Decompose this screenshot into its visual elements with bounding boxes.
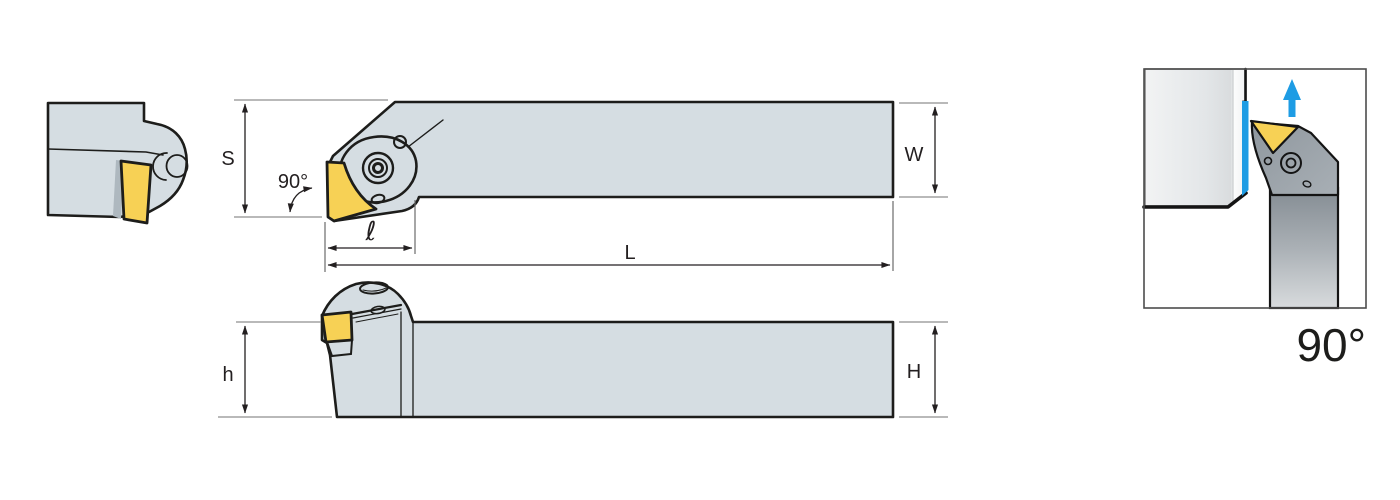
dim-label-h: h: [222, 364, 233, 386]
plan-view-clamp-top: [359, 281, 389, 295]
inset-pin-hole: [1263, 156, 1273, 166]
angle-arc-arrow: [287, 186, 313, 213]
plan-view-insert: [320, 310, 354, 344]
side-view-pin: [393, 135, 407, 149]
plan-view-clamp-edge1: [350, 303, 403, 316]
plan-view-clamp-edge3: [355, 313, 399, 323]
side-view-screw-mid: [368, 158, 388, 178]
side-view-chamfer-line: [407, 119, 444, 148]
inset-workpiece-bottom-edge: [1142, 191, 1248, 209]
feed-direction-arrow: [1283, 79, 1301, 117]
side-view-screw-socket: [372, 162, 384, 174]
end-view-clamp-arc: [152, 152, 168, 181]
dim-label-hh: H: [907, 361, 921, 383]
inset-screw-inner: [1285, 157, 1297, 169]
side-view: S 90° ℓ L W: [221, 99, 948, 272]
plan-view-clamp-hole: [370, 305, 386, 315]
dim-label-ell: ℓ: [365, 217, 377, 247]
inset-frame: [1143, 68, 1367, 309]
dim-label-l: L: [624, 242, 635, 264]
dim-label-s: S: [221, 148, 234, 170]
inset-machined-face: [1242, 101, 1249, 196]
plan-view-body: [320, 281, 895, 419]
dim-label-w: W: [905, 144, 924, 166]
end-view-insert: [119, 159, 153, 225]
end-view-screw: [165, 154, 189, 178]
inset-screw-outer: [1280, 152, 1302, 174]
inset-insert: [1249, 119, 1300, 155]
inset-pocket-hole: [1302, 180, 1312, 188]
inset-tool-shank: [1268, 186, 1340, 310]
application-inset: 90°: [1142, 67, 1367, 371]
end-view-split-line: [47, 148, 164, 156]
side-view-insert: [325, 160, 378, 223]
plan-view-clamp-top-line: [362, 287, 387, 292]
plan-view: h H: [218, 281, 948, 419]
side-view-clamp: [338, 135, 418, 204]
angle-label: 90°: [278, 171, 308, 193]
plan-view-insert-seat: [325, 338, 354, 358]
inset-workpiece: [1144, 68, 1247, 207]
end-view: [46, 101, 189, 225]
end-view-body: [46, 101, 189, 219]
side-view-pocket-hole: [370, 193, 386, 205]
inset-angle-label: 90°: [1296, 319, 1366, 371]
side-view-screw-outer: [361, 151, 395, 185]
